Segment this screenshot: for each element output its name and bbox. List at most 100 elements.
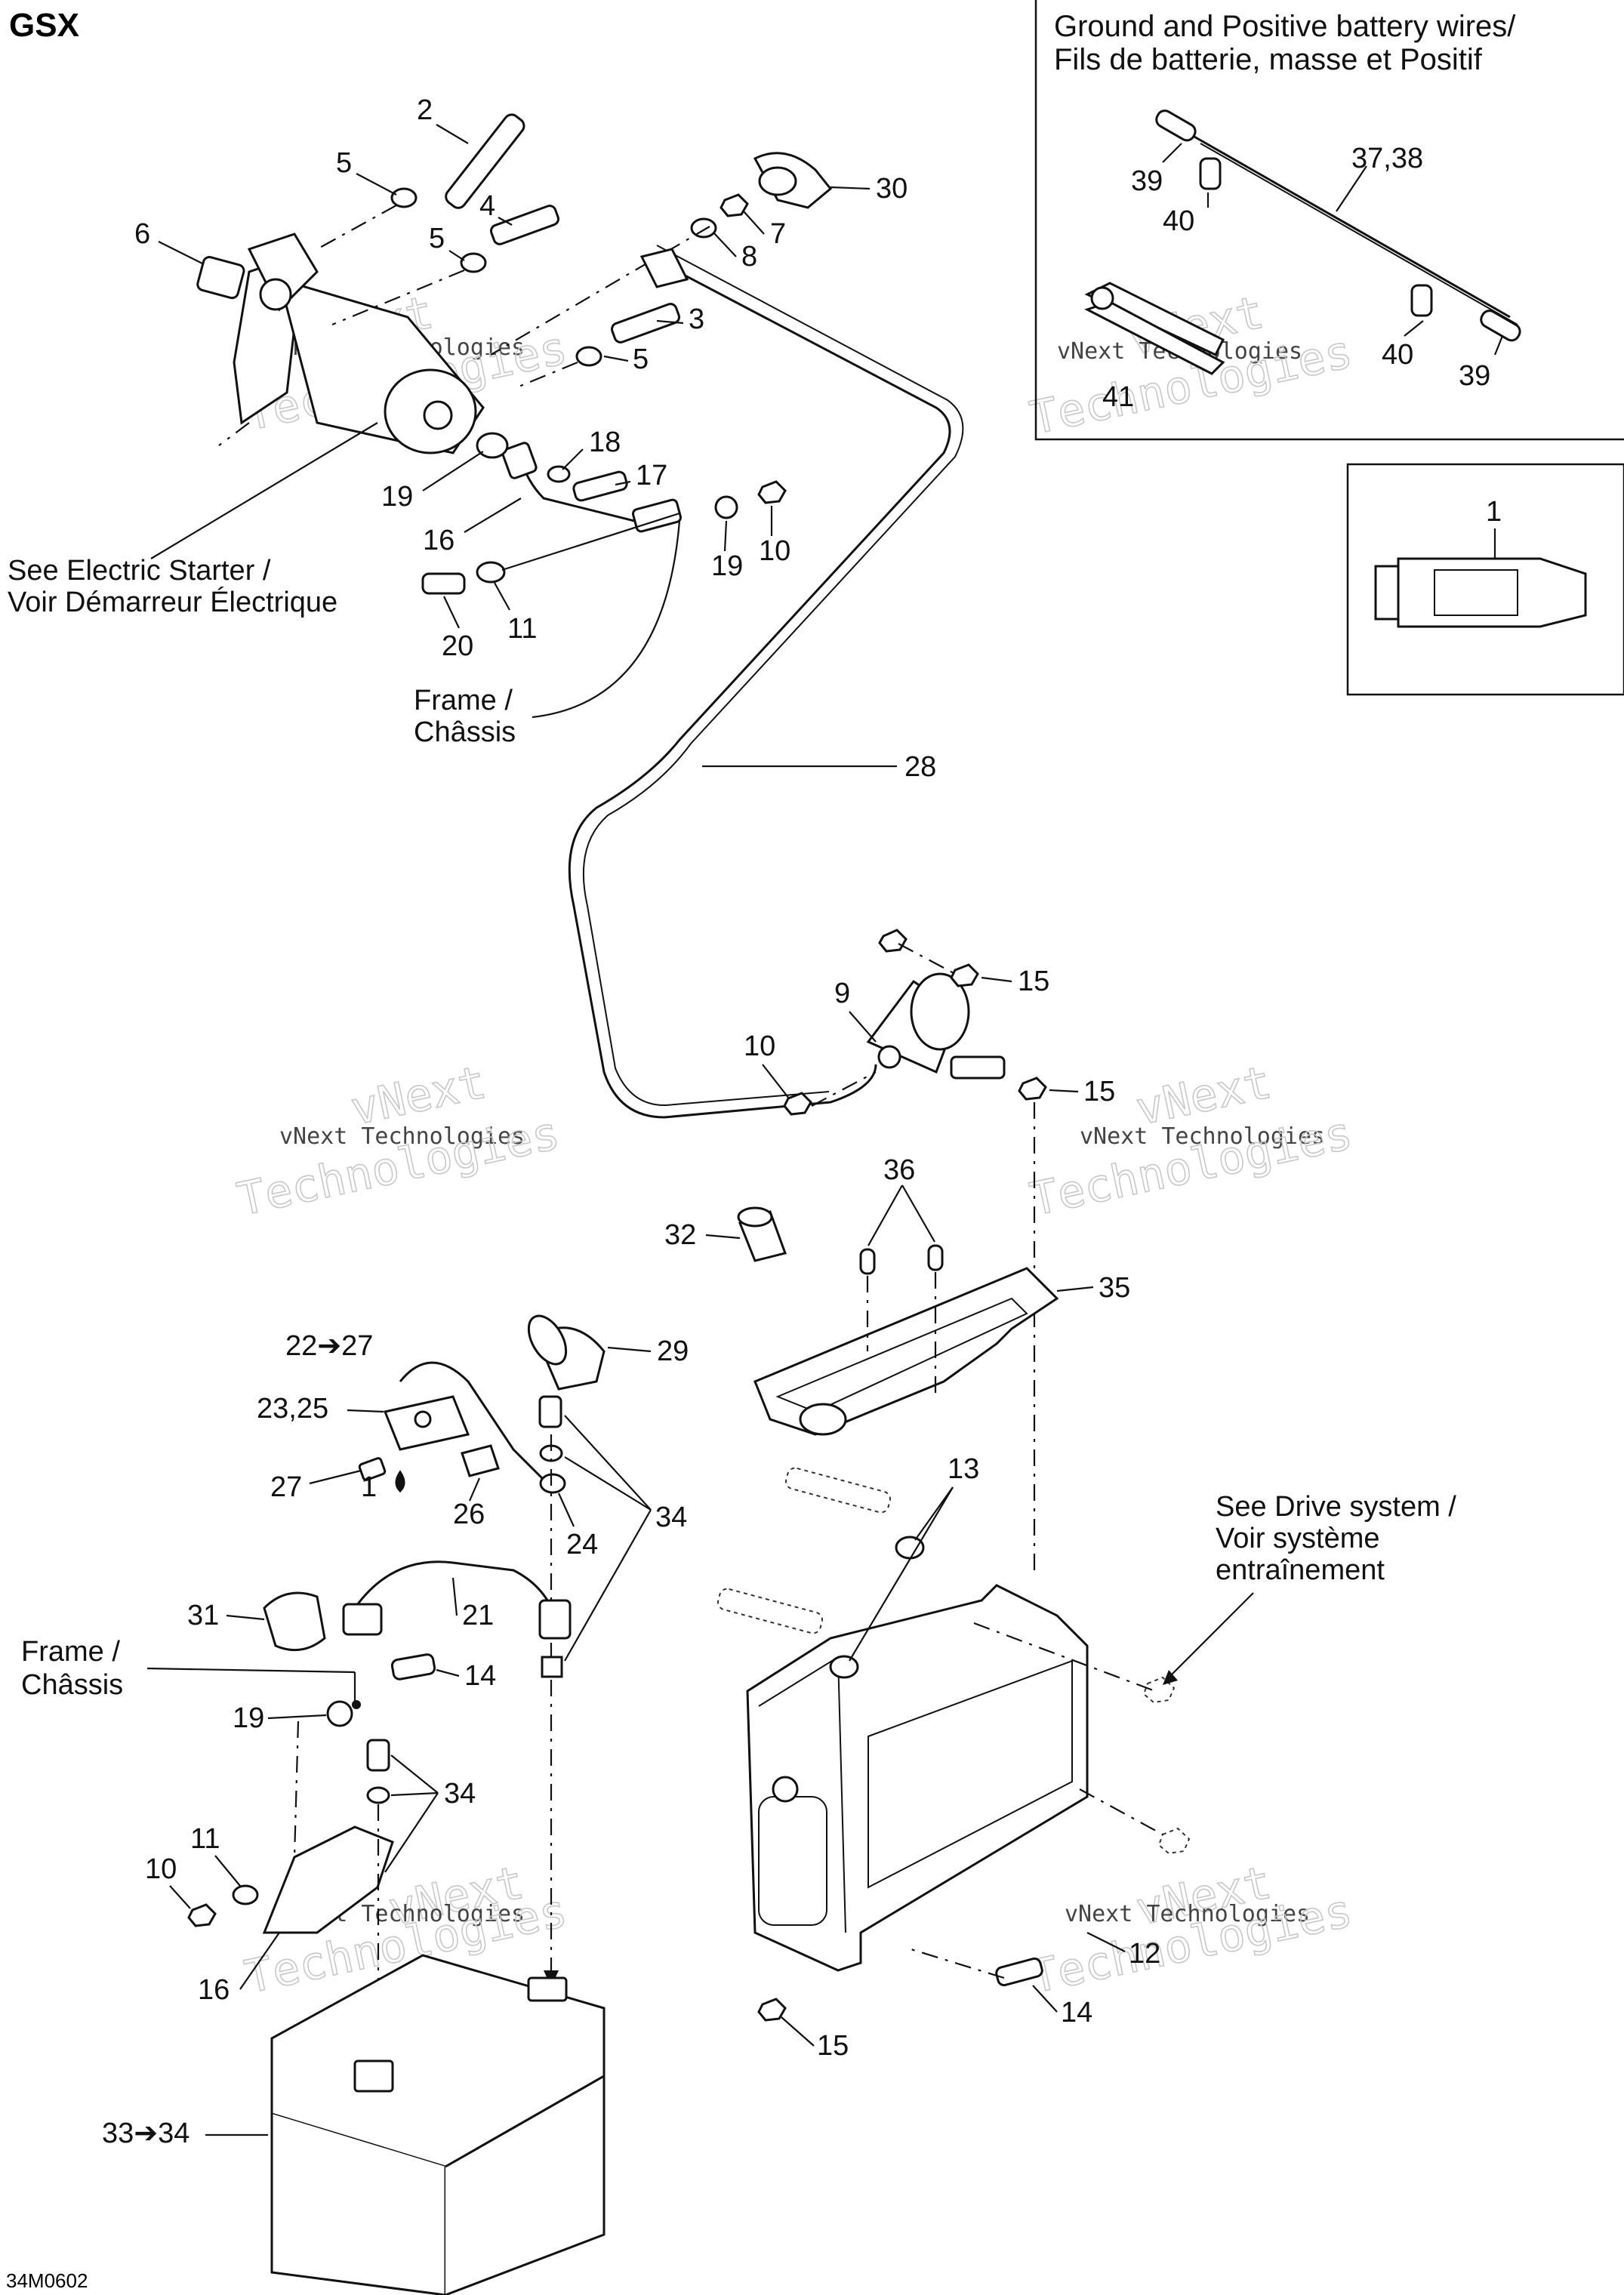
callout-9: 9	[834, 978, 850, 1009]
callout-1: 1	[361, 1471, 377, 1503]
callout-10: 10	[759, 535, 790, 567]
grease-drop	[395, 1470, 405, 1493]
watermark-line: vNext Technologies	[1065, 1901, 1310, 1927]
note-drive-fr1: Voir système	[1216, 1523, 1380, 1554]
inset-battery-wires: Ground and Positive battery wires/ Fils …	[1034, 0, 1624, 441]
callout-39: 39	[1459, 360, 1490, 392]
callout-17: 17	[636, 460, 667, 491]
callout-16: 16	[198, 1974, 230, 2006]
cable-21	[342, 1560, 572, 1640]
washer-5-mid	[460, 252, 487, 273]
washer-5-top	[390, 187, 418, 208]
nut-15-bottom	[757, 1998, 787, 2022]
callout-35: 35	[1099, 1272, 1130, 1304]
callout-31: 31	[187, 1600, 219, 1631]
washer-18	[547, 465, 571, 483]
cable-sleeve-top	[1199, 157, 1222, 190]
inset-title-en: Ground and Positive battery wires/	[1054, 10, 1516, 43]
lockwasher-19-mid	[714, 495, 738, 519]
terminal-boot-32	[737, 1206, 787, 1262]
cable-28	[568, 255, 951, 1119]
square-nut-34	[541, 1656, 563, 1678]
page-title: GSX	[9, 7, 79, 44]
bolt-34-bottom	[366, 1739, 390, 1772]
callout-14: 14	[464, 1660, 496, 1692]
inset-border	[1034, 0, 1624, 441]
bolt-14-left	[390, 1653, 436, 1680]
battery-tray-12	[746, 1584, 1089, 1972]
watermark-mid-left: vNext vNext Technologies Technologies	[233, 1055, 565, 1228]
callout-26: 26	[453, 1499, 485, 1530]
bolt-20	[421, 572, 466, 595]
cable-terminal-bottom	[1480, 310, 1521, 342]
bolt-2	[445, 113, 525, 209]
inset-grease-tube: 1	[1346, 463, 1624, 696]
callout-14: 14	[1061, 1997, 1092, 2029]
callout-12: 12	[1129, 1938, 1160, 1970]
callout-2: 2	[417, 94, 433, 126]
note-electric-starter-fr: Voir Démarreur Électrique	[8, 586, 337, 618]
callout-39: 39	[1131, 165, 1163, 197]
callout-16: 16	[423, 525, 455, 556]
watermark-bottom-right: vNext vNext Technologies Technologies	[1025, 1856, 1357, 2005]
callout-7: 7	[770, 218, 786, 250]
callout-1: 1	[1486, 496, 1502, 528]
callout-5: 5	[336, 147, 352, 179]
callout-5: 5	[429, 223, 445, 254]
watermark-top-right: vNext vNext Technologies Technologies	[1025, 285, 1357, 446]
nut-10-bottom	[187, 1903, 217, 1927]
callout-19: 19	[381, 481, 413, 513]
grease-box-border	[1346, 463, 1624, 696]
washer-5-low	[575, 346, 602, 367]
callout-10: 10	[744, 1030, 775, 1062]
note-drive-fr2: entraînement	[1216, 1554, 1385, 1586]
callout-40: 40	[1163, 205, 1194, 237]
callout-8: 8	[741, 241, 757, 273]
callout-41: 41	[1102, 381, 1134, 413]
callout-23-25: 23,25	[257, 1393, 328, 1425]
callout-13: 13	[948, 1453, 979, 1485]
pin-36-a	[859, 1248, 876, 1275]
nut-10-mid	[783, 1092, 812, 1116]
pin-36-b	[927, 1244, 944, 1271]
nut-15-c	[1018, 1077, 1047, 1101]
bolt-4	[490, 205, 559, 245]
bolt-14-bottom	[995, 1957, 1043, 1987]
bolt-34-top	[538, 1395, 562, 1428]
bolt-3	[611, 303, 680, 343]
callout-11: 11	[507, 613, 537, 645]
ring-terminal-24	[539, 1473, 566, 1494]
fuse-cap-26	[461, 1444, 500, 1477]
callout-15: 15	[1083, 1076, 1115, 1107]
figure-code: 34M0602	[6, 2269, 88, 2292]
washer-13	[895, 1536, 925, 1560]
battery-33	[270, 1954, 606, 2295]
lockwasher-19-bottom	[326, 1700, 353, 1727]
callout-32: 32	[664, 1219, 696, 1251]
callout-5: 5	[633, 343, 649, 375]
callout-22-27: 22➔27	[285, 1330, 373, 1362]
callout-30: 30	[876, 173, 908, 205]
callout-37-38: 37,38	[1351, 143, 1423, 174]
callout-19: 19	[711, 550, 743, 582]
cable-28-terminal	[639, 248, 689, 288]
callout-28: 28	[904, 751, 936, 783]
watermark-line: vNext Technologies	[279, 1123, 525, 1150]
washer-34-bottom	[366, 1786, 390, 1804]
battery-cable-edge	[1200, 143, 1518, 325]
callout-29: 29	[657, 1335, 689, 1367]
note-frame-top-fr: Châssis	[414, 716, 516, 748]
callout-19: 19	[233, 1702, 264, 1734]
callout-36: 36	[883, 1154, 915, 1186]
callout-34: 34	[444, 1778, 476, 1810]
washer-13-b	[829, 1655, 859, 1679]
battery-cable	[1192, 134, 1511, 319]
callout-27: 27	[270, 1471, 302, 1503]
callout-18: 18	[589, 427, 621, 458]
note-frame-bottom-fr: Châssis	[21, 1669, 123, 1701]
cable-terminal-top	[1155, 109, 1197, 142]
nut-15-b	[950, 963, 979, 987]
washer-8	[690, 217, 717, 239]
callouts: 2 5 6 4 5 3 5 30 7 8 18 17 19 16 19 10 2…	[102, 94, 1160, 2149]
